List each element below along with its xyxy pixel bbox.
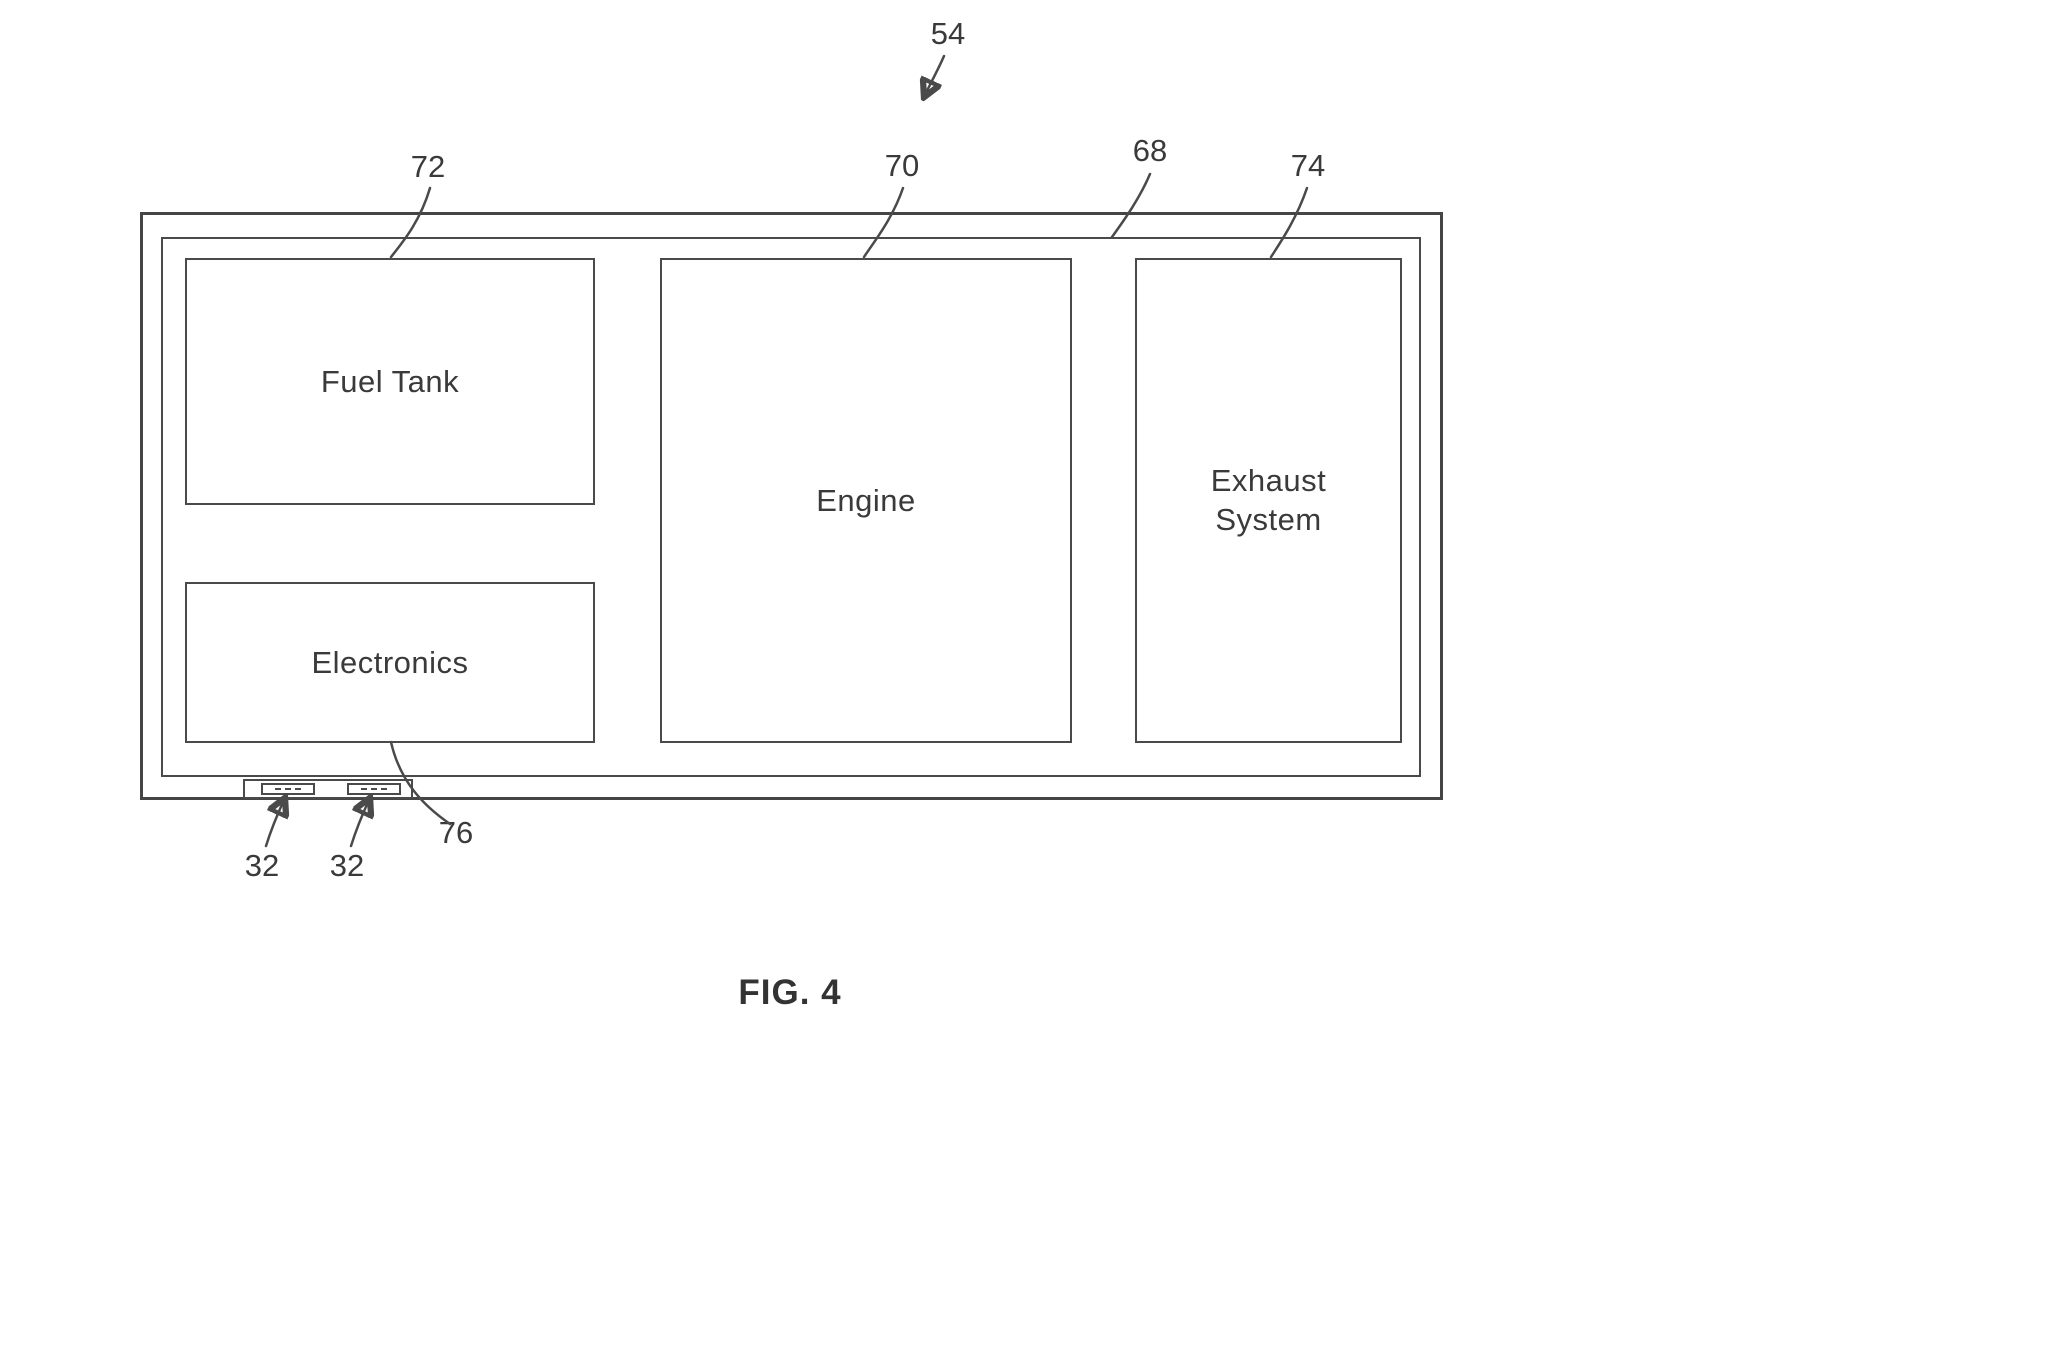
figure-caption: FIG. 4 — [738, 973, 842, 1012]
exhaust-system-label: Exhaust System — [1210, 462, 1327, 537]
enclosure-inner-frame — [161, 237, 1421, 777]
leader-54 — [925, 54, 946, 95]
connector-port-left-dash — [275, 788, 301, 790]
ref-74-exhaust: 74 — [1290, 148, 1326, 183]
fuel-tank-label: Fuel Tank — [320, 363, 460, 399]
ref-68-inner-frame: 68 — [1132, 133, 1168, 168]
electronics-box: Electronics — [185, 582, 595, 743]
ref-32-connector-left: 32 — [244, 848, 280, 883]
leader-32-left — [264, 800, 284, 848]
connector-strip — [243, 779, 413, 799]
leader-32-right — [349, 800, 369, 848]
fuel-tank-box: Fuel Tank — [185, 258, 595, 505]
exhaust-system-box: Exhaust System — [1135, 258, 1402, 743]
enclosure-outer-frame — [140, 212, 1443, 800]
connector-port-left — [261, 783, 315, 795]
ref-32-connector-right: 32 — [329, 848, 365, 883]
ref-70-engine: 70 — [884, 148, 920, 183]
engine-box: Engine — [660, 258, 1072, 743]
connector-port-right — [347, 783, 401, 795]
ref-72-fuel-tank: 72 — [410, 149, 446, 184]
ref-54-assembly: 54 — [930, 16, 966, 51]
engine-label: Engine — [816, 482, 916, 518]
connector-port-right-dash — [361, 788, 387, 790]
electronics-label: Electronics — [311, 644, 469, 680]
ref-76-electronics: 76 — [438, 815, 474, 850]
